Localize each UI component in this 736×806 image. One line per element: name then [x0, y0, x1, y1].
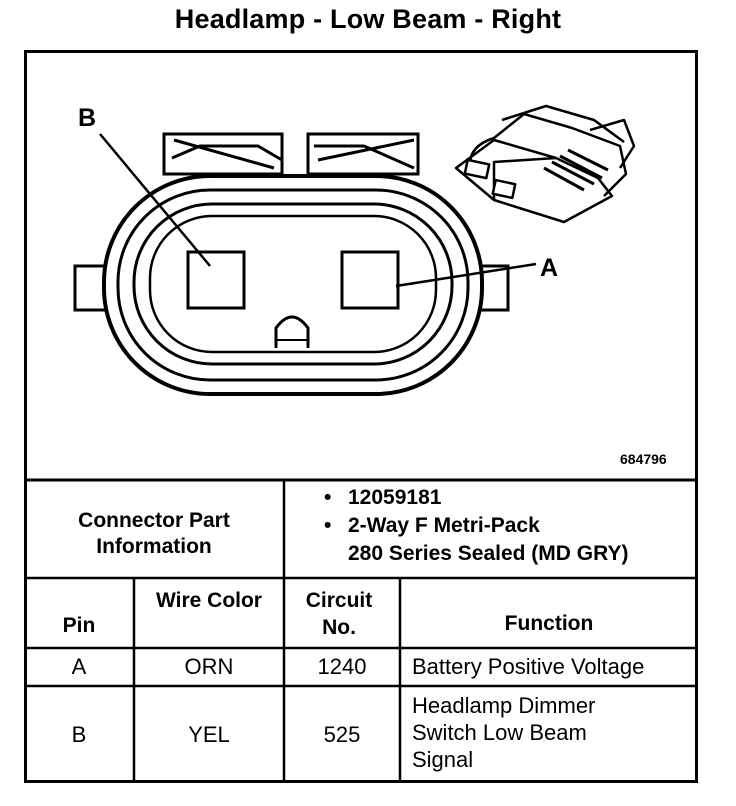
connector-info-item: •2-Way F Metri-Pack — [324, 514, 540, 537]
callout-line-a — [395, 262, 537, 288]
connector-isometric-view — [454, 104, 636, 224]
connector-body-outer — [102, 174, 484, 396]
connector-latch-right — [306, 132, 420, 176]
header-circuit-no: Circuit No. — [305, 589, 373, 639]
diagram-frame — [24, 50, 698, 783]
row-b-pin: B — [71, 722, 87, 747]
row-a-function: Battery Positive Voltage — [412, 654, 645, 679]
pinout-table-grid — [24, 478, 698, 783]
connector-body-inner — [132, 202, 454, 366]
connector-diagram: B A — [73, 104, 636, 396]
header-pin: Pin — [62, 614, 96, 637]
header-wire-color: Wire Color — [156, 589, 262, 612]
connector-info-label: Connector Part Information — [78, 509, 230, 558]
row-a-wire-color: ORN — [184, 654, 234, 679]
connector-body-ring — [116, 188, 470, 382]
connector-info-item: •12059181 — [324, 486, 442, 509]
connector-cavity — [148, 214, 438, 354]
row-b-function: Headlamp Dimmer Switch Low Beam Signal — [412, 693, 596, 772]
page-title: Headlamp - Low Beam - Right — [174, 4, 562, 34]
row-b-circuit: 525 — [323, 722, 361, 747]
callout-line-b — [99, 133, 211, 267]
terminal-a — [340, 250, 400, 310]
connector-info-item: 280 Series Sealed (MD GRY) — [348, 542, 629, 565]
figure-reference: 684796 — [620, 451, 667, 467]
polarization-key — [274, 315, 310, 348]
callout-a: A — [540, 254, 558, 282]
terminal-b — [186, 250, 246, 310]
callout-b: B — [78, 104, 96, 132]
row-a-circuit: 1240 — [317, 654, 367, 679]
connector-latch-left — [162, 132, 284, 176]
connector-info-list: •12059181 •2-Way F Metri-Pack 280 Series… — [324, 484, 629, 568]
row-b-wire-color: YEL — [188, 722, 230, 747]
header-function: Function — [504, 612, 594, 635]
row-a-pin: A — [71, 654, 87, 679]
